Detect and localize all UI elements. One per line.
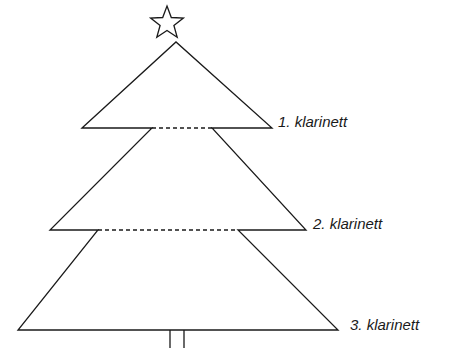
part-label: 1. klarinett: [278, 113, 347, 131]
star: [151, 6, 184, 37]
tier-divider: [152, 127, 212, 128]
part-label: 3. klarinett: [350, 316, 419, 334]
tier-divider: [98, 229, 238, 230]
tree-outline: [18, 42, 338, 330]
trunk: [169, 330, 170, 348]
part-label: 2. klarinett: [313, 215, 382, 233]
trunk: [183, 330, 184, 348]
